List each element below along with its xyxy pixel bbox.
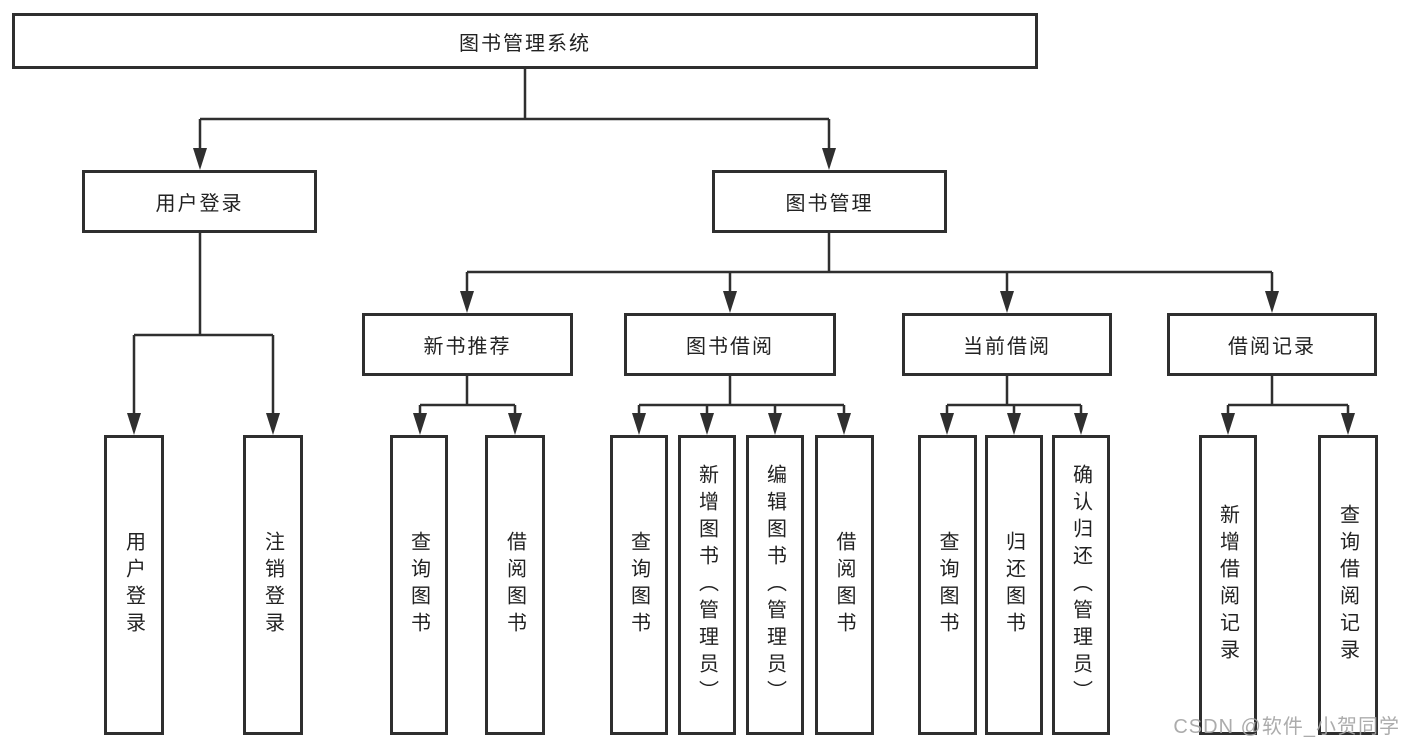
leaf-return-books-label: 归还图书 bbox=[1002, 531, 1025, 639]
node-borrow-record-label: 借阅记录 bbox=[1228, 336, 1316, 358]
node-new-book-rec: 新书推荐 bbox=[362, 313, 573, 376]
node-book-mgmt-label: 图书管理 bbox=[785, 193, 874, 215]
node-new-book-rec-label: 新书推荐 bbox=[423, 336, 512, 358]
csdn-watermark: CSDN @软件_小贺同学 bbox=[1173, 716, 1400, 738]
leaf-query-books-rec: 查询图书 bbox=[390, 435, 448, 735]
leaf-return-books: 归还图书 bbox=[985, 435, 1043, 735]
leaf-borrow-books-label: 借阅图书 bbox=[833, 531, 855, 639]
node-borrow-record: 借阅记录 bbox=[1167, 313, 1377, 376]
node-book-borrow: 图书借阅 bbox=[624, 313, 836, 376]
node-current-borrow: 当前借阅 bbox=[902, 313, 1112, 376]
leaf-add-borrow-record-label: 新增借阅记录 bbox=[1216, 504, 1239, 666]
leaf-user-login: 用户登录 bbox=[104, 435, 164, 735]
leaf-borrow-books-rec-label: 借阅图书 bbox=[503, 531, 526, 639]
leaf-add-borrow-record: 新增借阅记录 bbox=[1199, 435, 1257, 735]
leaf-query-borrow-record-label: 查询借阅记录 bbox=[1336, 504, 1359, 666]
leaf-logout-label: 注销登录 bbox=[261, 531, 284, 639]
leaf-logout: 注销登录 bbox=[243, 435, 303, 735]
leaf-confirm-return-admin-label: 确认归还（管理员） bbox=[1069, 463, 1092, 707]
node-user-login-label: 用户登录 bbox=[155, 193, 244, 215]
edge-new-book-rec-children bbox=[413, 376, 522, 435]
leaf-query-books-rec-label: 查询图书 bbox=[407, 531, 430, 639]
node-root-label: 图书管理系统 bbox=[459, 32, 591, 55]
leaf-query-books-borrow-label: 查询图书 bbox=[627, 531, 650, 639]
leaf-borrow-books: 借阅图书 bbox=[815, 435, 874, 735]
leaf-query-borrow-record: 查询借阅记录 bbox=[1318, 435, 1378, 735]
edge-book-borrow-children bbox=[632, 376, 851, 435]
node-root-system: 图书管理系统 bbox=[12, 13, 1038, 69]
node-current-borrow-label: 当前借阅 bbox=[963, 336, 1051, 358]
leaf-query-books-current-label: 查询图书 bbox=[936, 531, 958, 639]
leaf-borrow-books-rec: 借阅图书 bbox=[485, 435, 545, 735]
edge-book-mgmt-children bbox=[460, 233, 1279, 313]
edge-user-login-children bbox=[127, 233, 280, 435]
leaf-user-login-label: 用户登录 bbox=[122, 531, 145, 639]
leaf-query-books-current: 查询图书 bbox=[918, 435, 977, 735]
node-book-borrow-label: 图书借阅 bbox=[686, 336, 774, 358]
node-book-mgmt: 图书管理 bbox=[712, 170, 947, 233]
leaf-add-books-admin-label: 新增图书（管理员） bbox=[695, 463, 718, 707]
edge-borrow-record-children bbox=[1221, 376, 1355, 435]
edge-current-borrow-children bbox=[940, 376, 1088, 435]
leaf-edit-books-admin-label: 编辑图书（管理员） bbox=[763, 463, 786, 707]
leaf-edit-books-admin: 编辑图书（管理员） bbox=[746, 435, 804, 735]
leaf-add-books-admin: 新增图书（管理员） bbox=[678, 435, 736, 735]
leaf-query-books-borrow: 查询图书 bbox=[610, 435, 668, 735]
edge-root-to-level2 bbox=[193, 69, 836, 170]
node-user-login: 用户登录 bbox=[82, 170, 317, 233]
leaf-confirm-return-admin: 确认归还（管理员） bbox=[1052, 435, 1110, 735]
